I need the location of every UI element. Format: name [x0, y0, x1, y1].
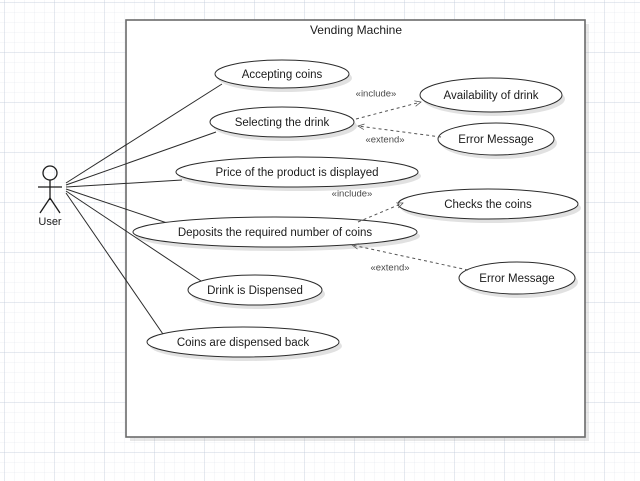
actor-group: User: [38, 165, 62, 228]
use-case-ellipse[interactable]: [209, 106, 355, 138]
use-case-ellipse[interactable]: [146, 326, 340, 358]
stereotype-label: «include»: [356, 89, 397, 100]
use-case-label: Deposits the required number of coins: [178, 227, 373, 239]
use-case-label: Coins are dispensed back: [177, 337, 310, 349]
association-line-drink-dispensed: [65, 190, 205, 284]
use-case-selecting-drink[interactable]: Selecting the drink: [209, 106, 357, 141]
use-case-label: Selecting the drink: [235, 117, 330, 129]
use-case-coins-dispensed[interactable]: Coins are dispensed back: [146, 326, 342, 361]
dependencies-group: «include» «extend» «include» «extend»: [332, 89, 469, 274]
use-case-price-displayed[interactable]: Price of the product is displayed: [175, 156, 421, 191]
dep-extend-2: «extend»: [352, 245, 469, 274]
use-case-ellipse[interactable]: [458, 261, 576, 295]
use-case-checks-coins[interactable]: Checks the coins: [397, 188, 581, 223]
use-case-label: Accepting coins: [242, 69, 323, 81]
dependency-arrow: [352, 245, 469, 271]
dep-include-1: «include»: [355, 89, 421, 120]
use-case-label: Error Message: [458, 134, 533, 146]
use-case-ellipse[interactable]: [419, 77, 563, 113]
dependency-arrow: [357, 203, 403, 223]
actor-leg-right-icon: [49, 197, 61, 214]
use-case-error-message-1[interactable]: Error Message: [437, 122, 557, 159]
dep-extend-1: «extend»: [358, 126, 442, 146]
association-lines-group: [65, 83, 223, 338]
actor-leg-left-icon: [39, 197, 51, 214]
use-case-label: Availability of drink: [443, 90, 538, 102]
actor-label: User: [38, 216, 62, 228]
stereotype-label: «extend»: [365, 135, 404, 146]
use-case-label: Error Message: [479, 273, 554, 285]
actor-head-icon: [42, 165, 58, 181]
use-case-ellipse[interactable]: [132, 216, 418, 248]
use-case-deposits-coins[interactable]: Deposits the required number of coins: [132, 216, 420, 251]
stereotype-label: «include»: [332, 189, 373, 200]
association-line-selecting-drink: [65, 131, 217, 186]
use-case-ellipse[interactable]: [214, 59, 350, 89]
dep-include-2: «include»: [332, 189, 403, 223]
association-line-deposits-coins: [65, 188, 177, 227]
system-boundary-title: Vending Machine: [310, 23, 402, 37]
dependency-arrow: [355, 102, 421, 120]
association-line-price-displayed: [65, 179, 183, 188]
use-case-accepting-coins[interactable]: Accepting coins: [214, 59, 352, 92]
use-case-label: Checks the coins: [444, 199, 532, 211]
use-case-label: Price of the product is displayed: [215, 167, 378, 179]
stereotype-label: «extend»: [370, 263, 409, 274]
use-case-ellipse[interactable]: [175, 156, 419, 188]
use-case-error-message-2[interactable]: Error Message: [458, 261, 578, 298]
use-case-availability-drink[interactable]: Availability of drink: [419, 77, 565, 116]
use-case-label: Drink is Dispensed: [207, 285, 303, 297]
use-case-ellipse[interactable]: [187, 274, 323, 306]
use-case-drink-dispensed[interactable]: Drink is Dispensed: [187, 274, 325, 309]
association-line-coins-dispensed: [65, 192, 166, 338]
use-case-ellipse[interactable]: [437, 122, 555, 156]
association-line-accepting-coins: [65, 83, 223, 184]
dependency-arrow: [358, 126, 442, 138]
